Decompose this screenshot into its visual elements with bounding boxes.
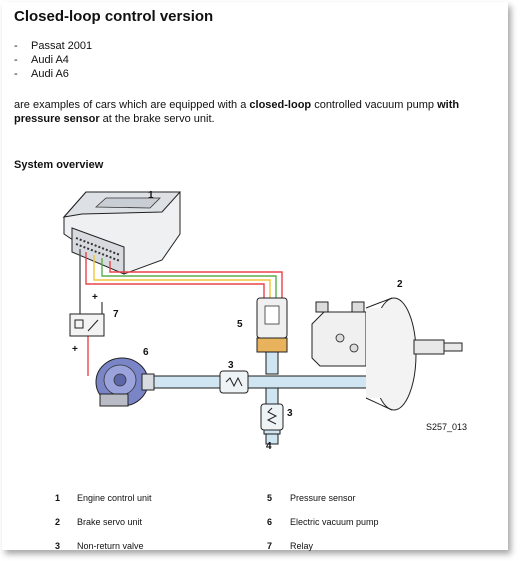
legend-text: Brake servo unit: [77, 517, 143, 527]
brake-servo-unit: [311, 297, 463, 411]
engine-control-unit: [62, 191, 182, 275]
legend-num: 3: [55, 541, 61, 551]
legend-num: 2: [55, 517, 61, 527]
document-page: Closed-loop control version -Passat 2001…: [2, 2, 508, 551]
legend-num: 1: [55, 493, 61, 503]
non-return-valve-vertical: [260, 403, 284, 431]
pressure-sensor: [256, 297, 288, 375]
legend-text: Non-return valve: [77, 541, 144, 551]
legend-num: 5: [267, 493, 273, 503]
list-item: -Audi A6: [14, 68, 69, 80]
figure-code: S257_013: [426, 422, 467, 432]
legend-text: Pressure sensor: [290, 493, 356, 503]
car-model-list: -Passat 2001 -Audi A4 -Audi A6: [14, 39, 92, 81]
section-title: System overview: [14, 159, 104, 171]
list-item: -Passat 2001: [14, 40, 93, 52]
intro-paragraph: are examples of cars which are equipped …: [14, 99, 460, 125]
system-overview-diagram: 1 2 3 3 4 5 6 7 + + S257_013: [62, 190, 467, 452]
non-return-valve-horizontal: [219, 370, 249, 394]
list-item: -Audi A4: [14, 54, 69, 66]
legend: 1 Engine control unit 5 Pressure sensor …: [2, 2, 508, 551]
callout-7: 7: [113, 309, 119, 320]
callout-3-top: 3: [228, 360, 234, 371]
callout-5: 5: [237, 319, 243, 330]
page-title: Closed-loop control version: [14, 8, 214, 25]
callout-2: 2: [397, 279, 403, 290]
legend-num: 7: [267, 541, 273, 551]
callout-1: 1: [148, 190, 154, 201]
relay-plus-top: +: [92, 292, 98, 303]
callout-4: 4: [266, 441, 272, 452]
legend-text: Electric vacuum pump: [290, 517, 379, 527]
callout-3-bottom: 3: [287, 408, 293, 419]
wiring: [79, 249, 283, 376]
legend-text: Engine control unit: [77, 493, 152, 503]
legend-num: 6: [267, 517, 273, 527]
legend-text: Relay: [290, 541, 314, 551]
electric-vacuum-pump: [95, 357, 155, 407]
callout-6: 6: [143, 347, 149, 358]
relay: [69, 313, 105, 337]
relay-plus-bottom: +: [72, 344, 78, 355]
